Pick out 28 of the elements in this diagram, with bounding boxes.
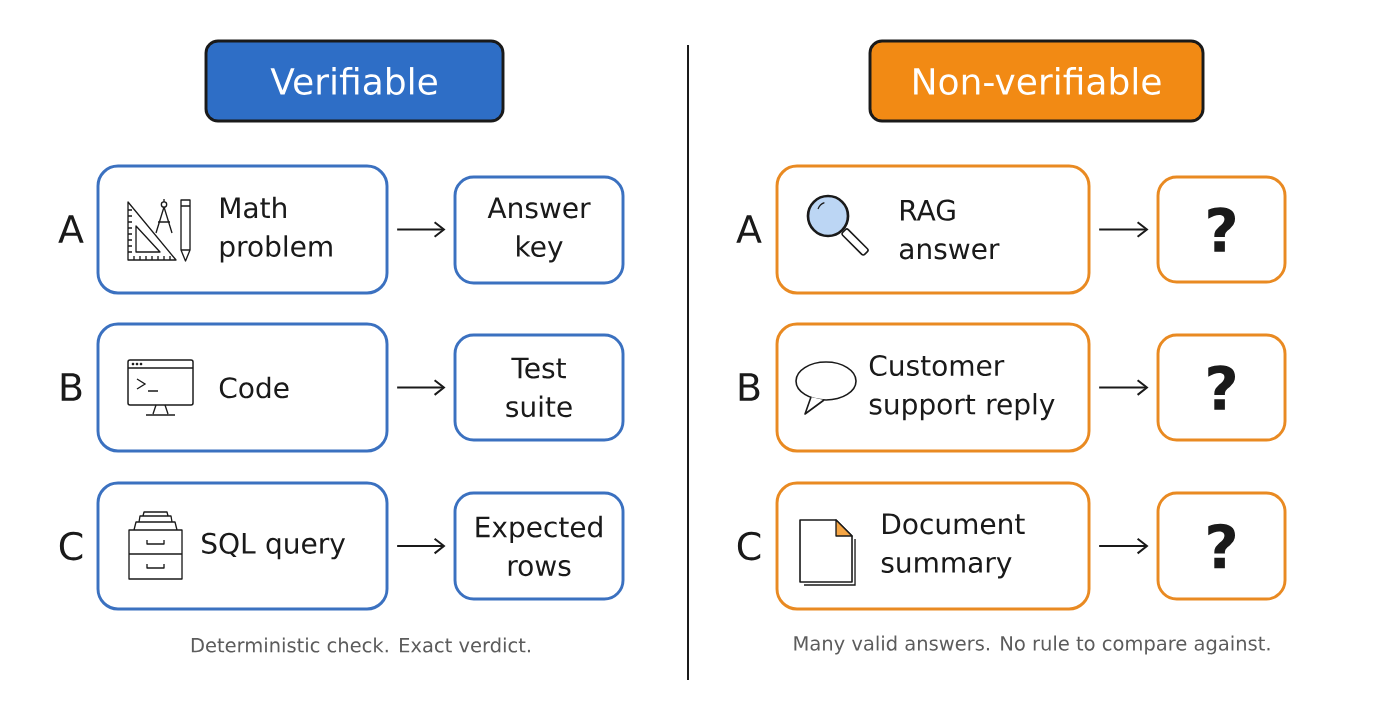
task-box: SQL query — [96, 481, 389, 611]
heading-box: Verifiable — [204, 39, 505, 123]
result-box: Expected rows — [453, 491, 625, 601]
task-box: Customer support reply — [775, 322, 1091, 453]
arrow — [1098, 221, 1149, 238]
row-letter: C — [737, 531, 761, 561]
result-box: Answer key — [453, 175, 625, 285]
heading-box: Non-verifiable — [868, 39, 1205, 123]
result-box: Test suite — [453, 333, 625, 442]
arrow — [396, 537, 446, 555]
caption-text: Many valid answers. No rule to compare against. — [794, 635, 1270, 655]
result-box: ? — [1156, 491, 1287, 601]
caption-text: Deterministic check. Exact verdict. — [191, 637, 530, 653]
task-box: Document summary — [775, 481, 1091, 611]
arrow — [1098, 537, 1149, 555]
arrow — [1098, 379, 1149, 396]
result-box: ? — [1156, 333, 1287, 442]
task-box: Math problem — [96, 164, 389, 295]
row-letter: A — [736, 215, 762, 243]
row-letter: C — [59, 531, 83, 561]
task-box: Code — [96, 322, 389, 453]
arrow — [396, 379, 446, 396]
row-letter: A — [58, 215, 84, 243]
task-box: RAG answer — [775, 164, 1091, 295]
row-letter: B — [739, 373, 760, 401]
arrow — [396, 221, 446, 238]
result-box: ? — [1156, 175, 1287, 284]
row-letter: B — [61, 373, 82, 401]
